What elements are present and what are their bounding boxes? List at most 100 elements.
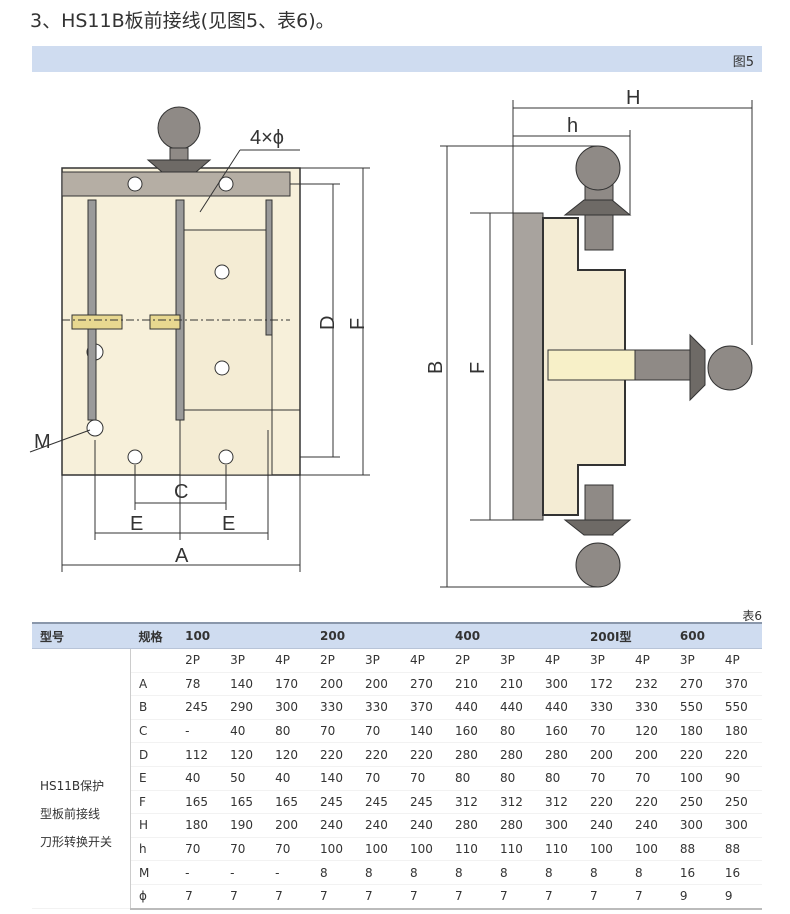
label-C: C bbox=[174, 481, 188, 503]
model-name: HS11B保护型板前接线刀形转换开关 bbox=[40, 702, 130, 856]
label-A: A bbox=[175, 545, 189, 567]
value-cell: 70 bbox=[581, 766, 627, 791]
pole-cell: 3P bbox=[491, 648, 537, 673]
value-cell: 78 bbox=[177, 672, 223, 697]
value-cell: 8 bbox=[357, 860, 403, 885]
value-cell: 300 bbox=[716, 813, 762, 838]
value-cell: 8 bbox=[536, 860, 582, 885]
spec-cell: F bbox=[130, 790, 178, 815]
value-cell: 120 bbox=[267, 742, 313, 767]
value-cell: 88 bbox=[716, 837, 762, 862]
value-cell: 330 bbox=[312, 695, 358, 720]
value-cell: 240 bbox=[626, 813, 672, 838]
value-cell: - bbox=[222, 860, 268, 885]
value-cell: 160 bbox=[447, 719, 492, 744]
value-cell: 200 bbox=[357, 672, 403, 697]
pole-cell: 4P bbox=[402, 648, 447, 673]
value-cell: 220 bbox=[357, 742, 403, 767]
header-cell: 型号 bbox=[32, 622, 131, 649]
value-cell: 245 bbox=[357, 790, 403, 815]
label-D: D bbox=[317, 316, 339, 330]
model-name-line: 刀形转换开关 bbox=[40, 834, 113, 849]
value-cell: 240 bbox=[312, 813, 358, 838]
value-cell: 300 bbox=[267, 695, 313, 720]
value-cell: 40 bbox=[267, 766, 313, 791]
value-cell: 200 bbox=[626, 742, 672, 767]
value-cell: 180 bbox=[716, 719, 762, 744]
value-cell: 8 bbox=[491, 860, 537, 885]
spec-cell: M bbox=[130, 860, 178, 885]
header-cell: 200 bbox=[312, 622, 447, 649]
value-cell: 50 bbox=[222, 766, 268, 791]
header-cell: 400 bbox=[447, 622, 582, 649]
value-cell: 70 bbox=[357, 719, 403, 744]
label-B: B bbox=[425, 361, 447, 374]
value-cell: 280 bbox=[491, 742, 537, 767]
value-cell: 165 bbox=[177, 790, 223, 815]
value-cell: 220 bbox=[312, 742, 358, 767]
value-cell: 210 bbox=[447, 672, 492, 697]
value-cell: 140 bbox=[312, 766, 358, 791]
figure-caption-band: 图5 bbox=[32, 46, 762, 72]
value-cell: 240 bbox=[357, 813, 403, 838]
value-cell: 7 bbox=[581, 884, 627, 910]
value-cell: 7 bbox=[626, 884, 672, 910]
model-name-line: HS11B保护 bbox=[40, 778, 105, 793]
value-cell: 280 bbox=[447, 813, 492, 838]
spec-cell: h bbox=[130, 837, 178, 862]
model-name-line: 型板前接线 bbox=[40, 806, 101, 821]
value-cell: 170 bbox=[267, 672, 313, 697]
value-cell: 180 bbox=[671, 719, 717, 744]
value-cell: 7 bbox=[402, 884, 447, 910]
value-cell: 440 bbox=[536, 695, 582, 720]
pole-cell: 2P bbox=[447, 648, 492, 673]
value-cell: 232 bbox=[626, 672, 672, 697]
value-cell: 280 bbox=[491, 813, 537, 838]
pole-cell: 4P bbox=[536, 648, 582, 673]
value-cell: 110 bbox=[491, 837, 537, 862]
value-cell: 100 bbox=[626, 837, 672, 862]
value-cell: 220 bbox=[671, 742, 717, 767]
spec-cell: D bbox=[130, 742, 178, 767]
value-cell: 300 bbox=[671, 813, 717, 838]
value-cell: 7 bbox=[267, 884, 313, 910]
label-h: h bbox=[567, 115, 578, 137]
value-cell: 370 bbox=[402, 695, 447, 720]
value-cell: 100 bbox=[357, 837, 403, 862]
value-cell: 300 bbox=[536, 672, 582, 697]
value-cell: 200 bbox=[581, 742, 627, 767]
header-cell: 200I型 bbox=[581, 622, 672, 649]
label-E-right: E bbox=[222, 513, 235, 535]
value-cell: 7 bbox=[312, 884, 358, 910]
value-cell: 210 bbox=[491, 672, 537, 697]
value-cell: 100 bbox=[581, 837, 627, 862]
front-view: 4×ϕ D F M C E E A bbox=[29, 106, 370, 572]
value-cell: 220 bbox=[402, 742, 447, 767]
value-cell: 70 bbox=[402, 766, 447, 791]
pole-cell: 2P bbox=[177, 648, 223, 673]
value-cell: 90 bbox=[716, 766, 762, 791]
value-cell: 100 bbox=[402, 837, 447, 862]
value-cell: 7 bbox=[177, 884, 223, 910]
value-cell: 550 bbox=[671, 695, 717, 720]
figure-caption: 图5 bbox=[732, 55, 754, 70]
value-cell: 8 bbox=[312, 860, 358, 885]
label-M: M bbox=[34, 431, 51, 453]
value-cell: 370 bbox=[716, 672, 762, 697]
value-cell: 80 bbox=[267, 719, 313, 744]
value-cell: 270 bbox=[402, 672, 447, 697]
model-cell: HS11B保护型板前接线刀形转换开关 bbox=[32, 648, 131, 910]
value-cell: - bbox=[177, 719, 223, 744]
value-cell: 110 bbox=[536, 837, 582, 862]
value-cell: 220 bbox=[626, 790, 672, 815]
value-cell: 250 bbox=[716, 790, 762, 815]
value-cell: 70 bbox=[222, 837, 268, 862]
value-cell: 8 bbox=[626, 860, 672, 885]
value-cell: 312 bbox=[447, 790, 492, 815]
value-cell: 70 bbox=[581, 719, 627, 744]
value-cell: 270 bbox=[671, 672, 717, 697]
